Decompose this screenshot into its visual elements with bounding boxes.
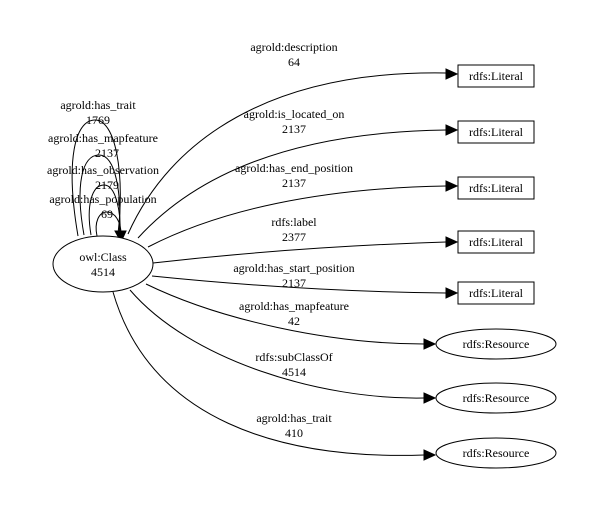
edge-count-label: 2137: [282, 176, 306, 190]
edge-count-label: 64: [288, 55, 300, 69]
edge-has-trait-arrowhead: [423, 449, 437, 461]
edge-subclassof-arrowhead: [423, 392, 437, 404]
self-loop-has-trait-edge: [71, 119, 121, 237]
target-node-shape: [435, 437, 557, 469]
target-node-label: rdfs:Literal: [469, 235, 524, 249]
edge-has-start-position: [151, 275, 459, 299]
self-loop-count-label: 1769: [86, 113, 110, 127]
self-loop-property-label: agrold:has_trait: [60, 98, 136, 112]
edge-count-label: 2377: [282, 230, 306, 244]
target-node-box: [457, 230, 535, 254]
self-loop-has-trait: [71, 119, 121, 237]
edge-subclassof: [129, 289, 437, 404]
target-node: rdfs:Literal: [457, 176, 535, 200]
edge-has-end-position: [147, 180, 459, 248]
target-node-box: [457, 281, 535, 305]
edge-property-label: agrold:has_trait: [256, 411, 332, 425]
target-node: rdfs:Literal: [457, 230, 535, 254]
edge-description-arrowhead: [445, 68, 459, 80]
target-node: rdfs:Literal: [457, 64, 535, 88]
edge-is-located-on-line: [137, 129, 447, 239]
edge-count-label: 42: [288, 314, 300, 328]
target-node-box: [457, 120, 535, 144]
self-loop-property-label: agrold:has_observation: [47, 163, 159, 177]
self-loop-count-label: 2179: [95, 178, 119, 192]
target-node: rdfs:Literal: [457, 120, 535, 144]
edge-has-end-position-arrowhead: [445, 180, 459, 192]
edge-has-end-position-line: [147, 185, 447, 248]
edge-count-label: 2137: [282, 276, 306, 290]
target-node-label: rdfs:Literal: [469, 69, 524, 83]
edge-has-mapfeature-line: [145, 283, 425, 345]
edge-has-trait: [112, 291, 437, 461]
self-loop-has-observation: [88, 184, 121, 236]
target-node-label: rdfs:Resource: [463, 337, 530, 351]
edge-label: [152, 236, 459, 264]
edge-is-located-on: [137, 124, 459, 239]
self-loop-has-mapfeature: [79, 154, 121, 236]
edge-count-label: 2137: [282, 122, 306, 136]
self-loop-count-label: 69: [101, 207, 113, 221]
edge-description-line: [127, 72, 447, 235]
edge-has-trait-line: [112, 291, 425, 456]
target-node-label: rdfs:Resource: [463, 391, 530, 405]
edge-label-line: [152, 241, 447, 264]
target-node: rdfs:Literal: [457, 281, 535, 305]
edge-count-label: 410: [285, 426, 303, 440]
target-node-shape: [435, 382, 557, 414]
edge-subclassof-line: [129, 289, 425, 399]
self-loop-has-observation-edge: [88, 184, 121, 236]
edge-property-label: agrold:is_located_on: [244, 107, 345, 121]
edge-property-label: agrold:description: [250, 40, 337, 54]
edge-property-label: agrold:has_mapfeature: [239, 299, 349, 313]
self-loop-has-mapfeature-edge: [79, 154, 121, 236]
target-node-label: rdfs:Literal: [469, 286, 524, 300]
target-node: rdfs:Resource: [435, 328, 557, 360]
target-node-box: [457, 64, 535, 88]
edge-is-located-on-arrowhead: [445, 124, 459, 136]
self-loop-property-label: agrold:has_mapfeature: [48, 131, 158, 145]
target-node-label: rdfs:Resource: [463, 446, 530, 460]
center-node-label: owl:Class: [79, 250, 127, 264]
target-node-label: rdfs:Literal: [469, 125, 524, 139]
edge-property-label: rdfs:subClassOf: [255, 350, 332, 364]
self-loop-count-label: 2137: [95, 146, 119, 160]
edge-description: [127, 68, 459, 235]
target-node-box: [457, 176, 535, 200]
self-loop-has-population-edge: [95, 211, 122, 237]
center-node-count: 4514: [91, 265, 115, 279]
edge-has-mapfeature: [145, 283, 437, 350]
edge-property-label: rdfs:label: [271, 215, 317, 229]
edge-has-start-position-arrowhead: [445, 287, 459, 299]
self-loop-property-label: agrold:has_population: [49, 192, 156, 206]
edge-property-label: agrold:has_start_position: [233, 261, 354, 275]
edge-has-mapfeature-arrowhead: [423, 338, 437, 350]
self-loop-has-population: [95, 211, 122, 237]
center-node: owl:Class 4514: [52, 235, 154, 293]
target-node: rdfs:Resource: [435, 437, 557, 469]
target-node: rdfs:Resource: [435, 382, 557, 414]
self-loop-arrowhead: [114, 230, 127, 244]
edge-count-label: 4514: [282, 365, 306, 379]
target-node-label: rdfs:Literal: [469, 181, 524, 195]
center-node-shape: [52, 235, 154, 293]
edge-label-arrowhead: [445, 236, 459, 248]
target-node-shape: [435, 328, 557, 360]
edge-property-label: agrold:has_end_position: [235, 161, 353, 175]
edge-has-start-position-line: [151, 275, 447, 294]
